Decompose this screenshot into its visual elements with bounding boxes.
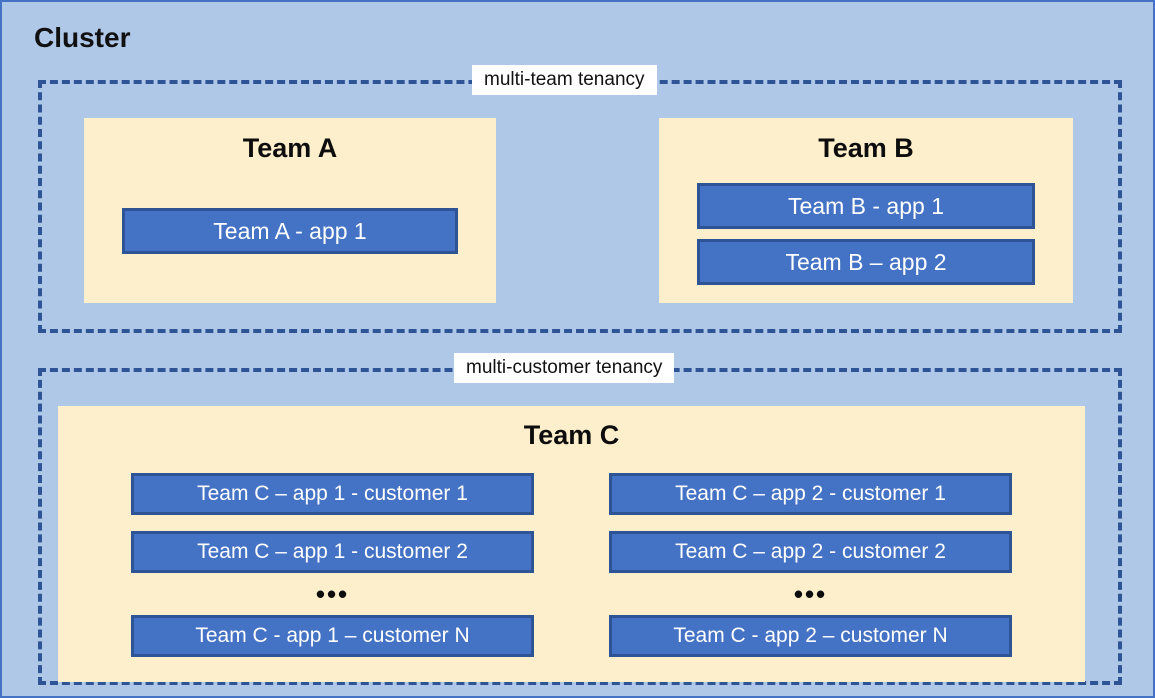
team-container-team-c: Team C Team C – app 1 - customer 1 Team …: [58, 406, 1085, 682]
page-title: Cluster: [34, 22, 131, 53]
zone-label-multi-customer-tenancy: multi-customer tenancy: [454, 353, 675, 383]
team-title-team-a: Team A: [242, 133, 338, 163]
app-box-team-b-app-2[interactable]: Team B – app 2: [697, 239, 1035, 285]
team-title-team-b: Team B: [818, 133, 914, 163]
app-box-team-c-app-2-customer-2[interactable]: Team C – app 2 - customer 2: [609, 531, 1012, 573]
ellipsis-team-c-app-2: •••: [793, 579, 828, 609]
team-container-team-a: Team A Team A - app 1: [84, 118, 496, 303]
app-box-team-a-app-1[interactable]: Team A - app 1: [122, 208, 458, 254]
ellipsis-team-c-app-1: •••: [315, 579, 350, 609]
app-box-team-c-app-1-customer-1[interactable]: Team C – app 1 - customer 1: [131, 473, 534, 515]
app-box-team-c-app-2-customer-n[interactable]: Team C - app 2 – customer N: [609, 615, 1012, 657]
zone-label-multi-team-tenancy: multi-team tenancy: [472, 65, 657, 95]
app-box-team-c-app-1-customer-2[interactable]: Team C – app 1 - customer 2: [131, 531, 534, 573]
app-box-team-b-app-1[interactable]: Team B - app 1: [697, 183, 1035, 229]
app-box-team-c-app-1-customer-n[interactable]: Team C - app 1 – customer N: [131, 615, 534, 657]
app-box-team-c-app-2-customer-1[interactable]: Team C – app 2 - customer 1: [609, 473, 1012, 515]
team-container-team-b: Team B Team B - app 1 Team B – app 2: [659, 118, 1073, 303]
team-title-team-c: Team C: [523, 420, 620, 450]
